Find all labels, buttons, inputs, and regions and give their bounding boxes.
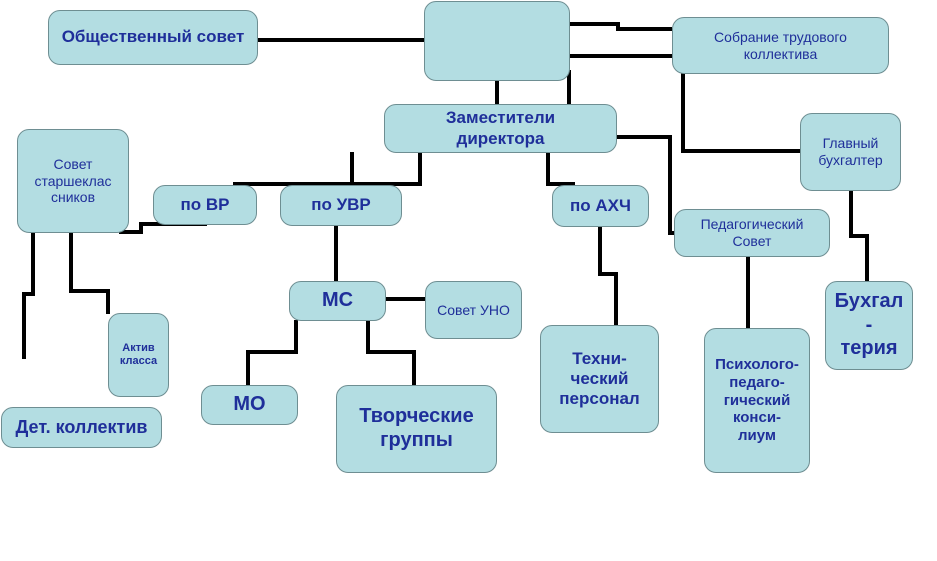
public-council-box[interactable]: Общественный совет (48, 10, 258, 65)
psy-council-box[interactable]: Психолого- педаго- гический конси- лиум (704, 328, 810, 473)
chief-accountant-box[interactable]: Главный бухгалтер (800, 113, 901, 191)
connector-vr-senior-council (119, 222, 207, 234)
labor-meeting-box[interactable]: Собрание трудового коллектива (672, 17, 889, 74)
uno-council-box[interactable]: Совет УНО (425, 281, 522, 339)
connector-deputies-ahch (546, 152, 575, 186)
connector-deputies-vr (233, 152, 354, 186)
connector-ms-creative (366, 320, 416, 386)
connector-director-chief-accountant (569, 54, 800, 153)
connector-chief-accountant-accounting (849, 191, 869, 281)
senior-council-box[interactable]: Совет старшеклас сников (17, 129, 129, 233)
connector-senior-council-children (22, 232, 35, 359)
mo-box[interactable]: МО (201, 385, 298, 425)
connector-director-labor-meeting (569, 22, 672, 31)
ms-box[interactable]: МС (289, 281, 386, 321)
ped-council-box[interactable]: Педагогический Совет (674, 209, 830, 257)
children-collective-box[interactable]: Дет. коллектив (1, 407, 162, 448)
deputies-box[interactable]: Заместители директора (384, 104, 617, 153)
connector-ms-mo (246, 320, 298, 386)
class-activ-box[interactable]: Актив класса (108, 313, 169, 397)
uvr-box[interactable]: по УВР (280, 185, 402, 226)
connector-deputies-uvr (340, 152, 422, 186)
connector-ahch-tech (598, 226, 618, 326)
vr-box[interactable]: по ВР (153, 185, 257, 225)
accounting-box[interactable]: Бухгал - терия (825, 281, 913, 370)
connector-deputies-ped-council (616, 135, 674, 235)
tech-staff-box[interactable]: Техни- ческий персонал (540, 325, 659, 433)
ahch-box[interactable]: по АХЧ (552, 185, 649, 227)
creative-groups-box[interactable]: Творческие группы (336, 385, 497, 473)
director-box[interactable] (424, 1, 570, 81)
connector-senior-council-activ (69, 232, 110, 314)
